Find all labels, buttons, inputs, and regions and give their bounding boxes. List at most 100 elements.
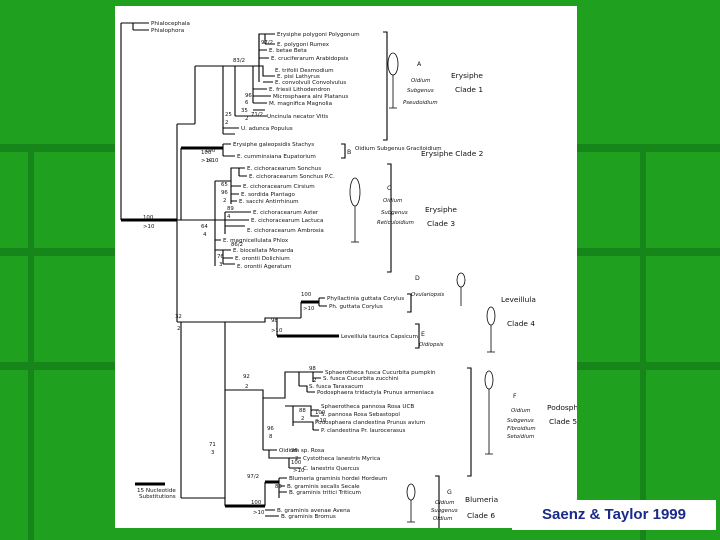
support-value: 3 [219,262,222,268]
taxon-label: E. convolvuli Convolvulus [275,80,346,86]
support-value: >10 [303,306,315,312]
taxon-label: E. cichoracearum Cirsium [243,184,315,190]
support-value: 100 [291,460,302,466]
support-value: >10 [271,328,283,334]
clade-6-branches [181,446,287,517]
clade-c-anamorph: Oidium [383,198,402,204]
clade-2-name: Erysiphe Clade 2 [421,149,483,158]
taxon-label: E. trifolii Desmodium [275,68,334,74]
support-value: 97/2 [247,474,259,480]
clade-a-name: Pseudoidium [403,100,438,106]
conidiophore-d [456,272,466,306]
clade-f-name-2: Setoidium [507,434,534,440]
support-value: 100 [315,410,326,416]
taxon-label: E. cichoracearum Aster [253,210,319,216]
support-value: 2 [223,198,226,204]
support-value: >10 [315,418,327,424]
taxon-label: E. cichoracearum Sonchus [247,166,321,172]
taxon-label: Sphaerotheca fusca Cucurbita pumpkin [325,370,436,376]
support-value: >10 [293,468,305,474]
support-value: 92 [243,374,250,380]
support-value: 100 [301,292,312,298]
taxon-label: E. sordida Plantago [241,192,296,198]
support-value: 100 [205,148,216,154]
taxon-label: Cystotheca lanestris Myrica [303,456,380,462]
taxon-label: S. fusca Cucurbita zucchini [323,376,399,382]
taxon-label: Erysiphe galeopsidis Stachys [233,142,314,148]
taxon-label: E. biocellata Monarda [233,248,293,254]
support-value: 2 [245,384,248,390]
support-value: 4 [203,232,207,238]
scale-label-2: Substitutions [139,494,176,500]
support-value: 96 [221,190,228,196]
taxon-label: E. betae Beta [269,48,307,54]
clade-1-branches [195,33,275,135]
support-value: 32 [175,314,182,320]
support-value: 2 [245,116,248,122]
taxon-label: Microsphaera alni Platanus [273,94,348,100]
taxon-label: E. orontii Ageratum [237,264,291,270]
phylogenetic-tree-figure: Phialocephala Phialophora Erysiphe polyg… [115,6,577,528]
clade-5-name: Podosphaera [547,403,577,412]
support-value: 6 [245,100,249,106]
support-value: 86/2 [231,242,243,248]
support-value: 35 [241,108,248,114]
support-value: 100 [201,150,212,156]
support-value: 97/2 [261,40,273,46]
support-value: >10 [143,224,155,230]
clade-1-name: Erysiphe [451,71,483,80]
taxon-label: Podosphaera clandestina Prunus avium [315,420,425,426]
taxon-label: Phyllactinia guttata Corylus [327,296,404,302]
clade-3-name: Erysiphe [425,205,457,214]
taxon-label: E. polygoni Rumex [277,42,330,48]
support-value: 4 [227,214,231,220]
clade-3-branches [181,167,251,266]
support-value: 2 [295,456,298,462]
clade-5-number: Clade 5 [549,417,577,426]
clade-a-subgenus: Subgenus [407,88,434,94]
support-value: 88 [275,484,282,490]
taxon-label: Podosphaera tridactyla Prunus armeniaca [317,390,434,396]
support-value: 71/2 [251,112,263,118]
taxon-label: E. magnicellulata Phlox [223,238,289,244]
clade-f-anamorph: Oidium [511,408,530,414]
clade-c-letter: C [387,185,391,192]
taxon-label: Leveillula taurica Capsicum [341,334,418,340]
support-value: 2 [313,378,316,384]
support-value: 25 [225,112,232,118]
taxon-label: Erysiphe polygoni Polygonum [277,32,360,38]
taxon-label: M. magnifica Magnolia [269,101,332,107]
clade-6-number: Clade 6 [467,511,495,520]
support-values: 97/2 83/2 96 6 71/2 35 2 25 2 100 >10 65… [143,40,327,516]
support-value: 71 [209,442,216,448]
clade-2-branches [180,143,235,220]
clade-a-letter: A [417,61,422,68]
support-value: 2 [225,120,228,126]
backbone-branches [121,66,196,498]
clade-4-number: Clade 4 [507,319,535,328]
conidiophore-e [486,306,496,353]
taxon-label: Blumeria graminis hordei Hordeum [289,476,387,482]
taxon-label: E. sacchi Antirrhinum [239,199,299,205]
taxon-label: Sphaerotheca pannosa Rosa UCB [321,404,414,410]
taxon-label: E. cichoracearum Sonchus P.C. [249,174,335,180]
support-value: 83/2 [233,58,245,64]
support-value: 98 [271,318,278,324]
taxon-label: E. cichoracearum Ambrosia [247,228,324,234]
taxon-label: E. cruciferarum Arabidopsis [271,56,349,62]
clade-3-number: Clade 3 [427,219,455,228]
support-value: 100 [251,500,262,506]
clade-a-anamorph: Oidium [411,78,430,84]
taxon-label: B. graminis tritici Triticum [289,490,361,496]
taxon-label: B. graminis avenae Avena [277,508,350,514]
clade-f-letter: F [513,393,517,400]
taxon-label: B. graminis secalis Secale [287,484,360,490]
clade-4-branches [181,297,339,446]
outgroup-label-2: Phialophora [151,28,184,34]
clade-e-name: Oidiopsis [419,342,444,348]
support-value: 96 [267,426,274,432]
clade-g-anamorph: Oidium [435,500,454,506]
taxon-label: P. clandestina Pr. laurocerasus [321,428,406,434]
conidiophore-g [406,483,416,523]
clade-1-number: Clade 1 [455,85,483,94]
